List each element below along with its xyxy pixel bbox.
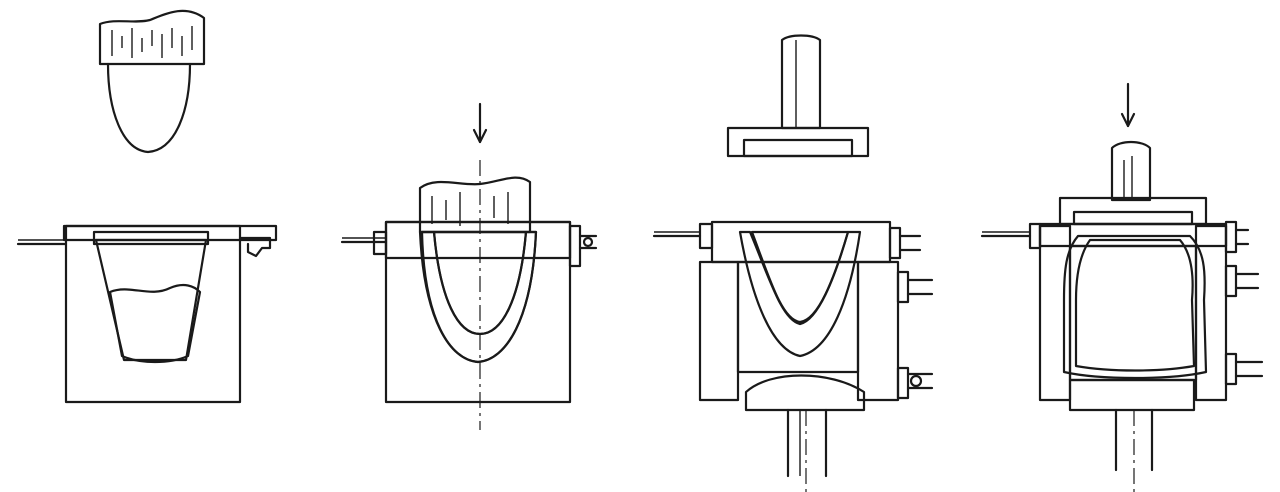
rod — [980, 222, 1042, 250]
bottom-punch — [1068, 378, 1196, 412]
stage-1 — [16, 9, 278, 404]
top-plate — [62, 224, 278, 242]
mold-body — [64, 224, 242, 404]
down-arrow — [472, 102, 488, 144]
top-plate — [384, 220, 572, 260]
mold-body — [1038, 224, 1072, 402]
clamp — [568, 224, 598, 268]
rod — [652, 222, 714, 250]
material — [108, 283, 202, 364]
top-plate — [710, 220, 892, 264]
material — [1062, 234, 1208, 380]
upper-punch — [726, 34, 870, 158]
mold-body — [384, 220, 572, 404]
mold-body — [698, 260, 740, 402]
rod — [16, 239, 68, 246]
clamp — [1224, 220, 1264, 386]
stage-2 — [340, 102, 598, 430]
stage-3 — [652, 34, 934, 492]
down-arrow — [1120, 82, 1136, 128]
plunger — [98, 9, 206, 154]
stage-4 — [980, 82, 1264, 492]
clamp — [888, 226, 934, 400]
bottom-punch — [744, 374, 866, 412]
material — [420, 230, 538, 364]
rod — [340, 230, 388, 256]
